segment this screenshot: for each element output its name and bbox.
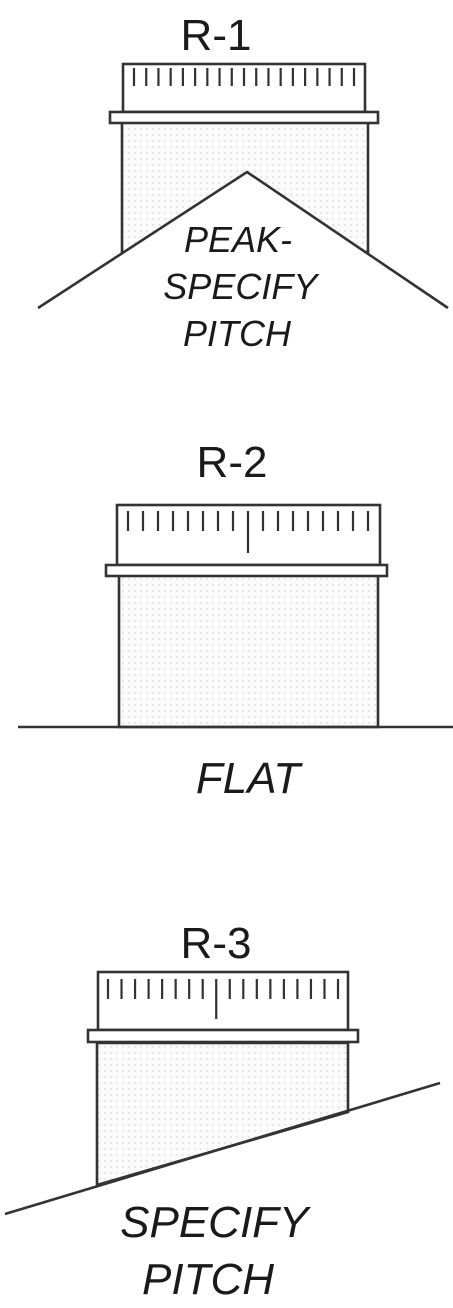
r3-sloped-roof-line xyxy=(4,1081,441,1216)
r1-caption-line-3: PITCH xyxy=(183,313,292,354)
r3-curb-body xyxy=(95,1041,350,1187)
panel-r1: R-1 PEAK- SPECIFY PITCH xyxy=(0,11,453,354)
panel-r1-title: R-1 xyxy=(181,11,252,60)
panel-r2-caption: FLAT xyxy=(196,754,303,803)
r3-caption-line-1: SPECIFY xyxy=(120,1198,311,1247)
panel-r1-caption: PEAK- SPECIFY PITCH xyxy=(163,219,326,354)
panel-r3-caption: SPECIFY PITCH xyxy=(120,1198,320,1304)
r1-peak-roof-line xyxy=(37,170,449,310)
panel-r3: R-3 SPECIFY PITCH xyxy=(4,919,441,1304)
r3-cap-vent-ticks xyxy=(106,979,340,1019)
r2-cap-top xyxy=(115,503,382,567)
r1-cap-top xyxy=(121,62,367,114)
r2-flange xyxy=(104,563,389,578)
r2-curb-body xyxy=(117,573,380,729)
r2-cap-vent-ticks xyxy=(126,511,370,553)
panel-r2: R-2 FLAT xyxy=(18,438,453,803)
panel-r2-title: R-2 xyxy=(197,438,268,487)
r3-flange xyxy=(86,1028,360,1044)
r1-caption-line-1: PEAK- xyxy=(184,219,292,260)
panel-r3-title: R-3 xyxy=(181,919,252,968)
r3-caption-line-2: PITCH xyxy=(142,1255,274,1304)
r1-caption-line-2: SPECIFY xyxy=(163,266,320,307)
r1-peak-roof xyxy=(0,172,453,340)
r1-flange xyxy=(108,110,380,125)
r1-cap-vent-ticks xyxy=(132,68,356,86)
r3-cap-top xyxy=(96,970,350,1032)
